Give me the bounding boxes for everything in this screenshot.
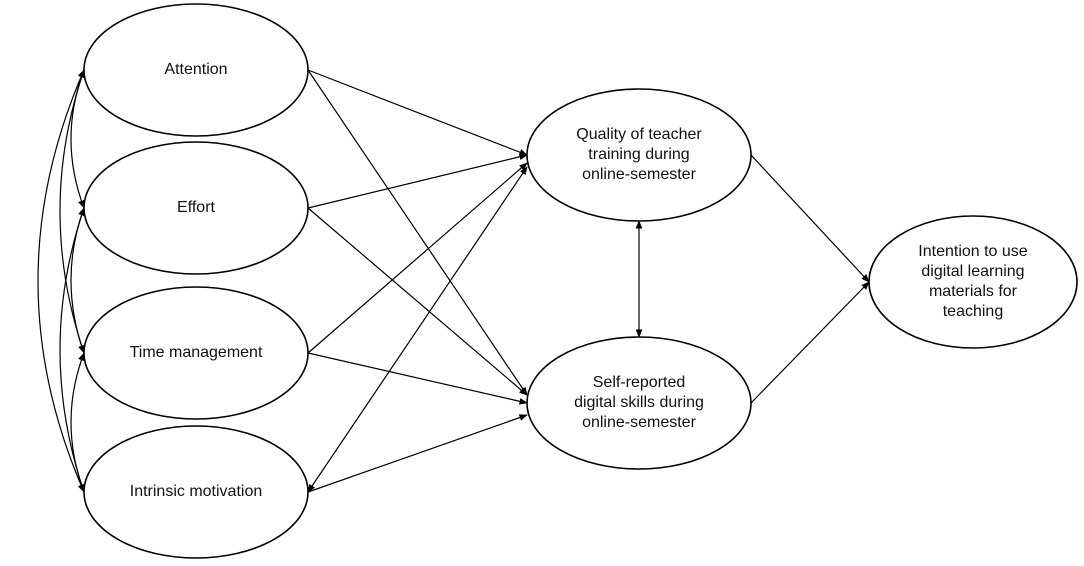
- label-effort: Effort: [177, 199, 215, 216]
- label-attention: Attention: [164, 61, 228, 78]
- path-attention-to-teacher-training: [307, 69, 528, 156]
- correlation-effort-intrinsic-motivation: [59, 207, 85, 493]
- path-intrinsic-motivation-to-digital-skills: [307, 414, 528, 493]
- label-digital-skills: Self-reported digital skills during onli…: [574, 374, 704, 431]
- label-time-management: Time management: [129, 344, 263, 361]
- path-digital-skills-to-intention: [750, 281, 870, 404]
- path-time-management-to-teacher-training: [307, 162, 528, 354]
- correlation-attention-intrinsic-motivation: [37, 69, 85, 493]
- correlation-attention-time-management: [59, 69, 85, 354]
- path-intrinsic-motivation-to-teacher-training: [307, 166, 528, 493]
- path-teacher-training-to-intention: [750, 154, 870, 283]
- path-effort-to-teacher-training: [307, 153, 528, 209]
- label-teacher-training: Quality of teacher training during onlin…: [576, 126, 702, 183]
- label-intrinsic-motivation: Intrinsic motivation: [129, 483, 263, 500]
- correlation-time-management-intrinsic-motivation: [70, 352, 85, 493]
- label-intention: Intention to use digital learning materi…: [918, 243, 1028, 320]
- path-time-management-to-digital-skills: [307, 352, 528, 405]
- path-attention-to-digital-skills: [307, 69, 528, 396]
- path-effort-to-digital-skills: [307, 207, 528, 396]
